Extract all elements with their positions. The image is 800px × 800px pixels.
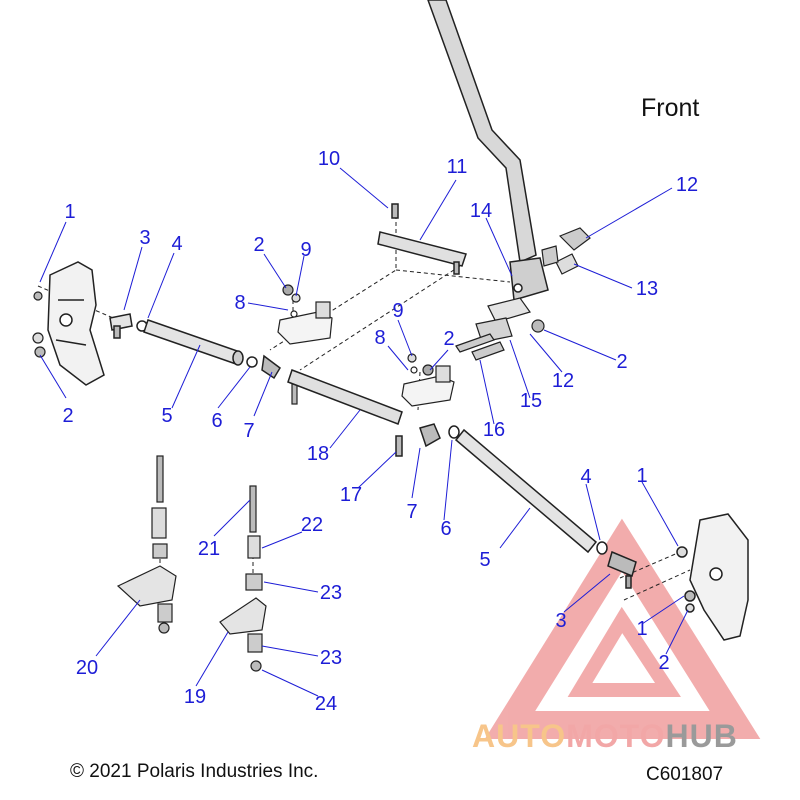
callout-6: 6	[211, 410, 223, 432]
callout-23: 23	[319, 647, 343, 669]
callout-24: 24	[314, 693, 338, 715]
callout-6: 6	[440, 518, 452, 540]
watermark-auto: AUTO	[472, 718, 567, 754]
front-direction-label: Front	[641, 94, 700, 122]
callout-8: 8	[234, 292, 246, 314]
callout-14: 14	[469, 200, 493, 222]
callout-3: 3	[139, 227, 151, 249]
callout-9: 9	[392, 300, 404, 322]
right-mount-bracket	[219, 485, 267, 672]
left-mount-bracket	[116, 455, 177, 634]
callout-1: 1	[64, 201, 76, 223]
copyright-notice: © 2021 Polaris Industries Inc.	[70, 761, 319, 782]
right-knuckle	[676, 513, 749, 641]
callout-15: 15	[519, 390, 543, 412]
callout-12: 12	[551, 370, 575, 392]
callout-23: 23	[319, 582, 343, 604]
callout-2: 2	[253, 234, 265, 256]
callout-2: 2	[658, 652, 670, 674]
callout-leaders	[39, 167, 689, 697]
upper-drag-link	[377, 203, 467, 275]
callout-5: 5	[479, 549, 491, 571]
watermark-triangle	[484, 518, 761, 739]
steering-column	[427, 0, 549, 301]
callout-22: 22	[300, 514, 324, 536]
callout-10: 10	[317, 148, 341, 170]
callout-19: 19	[183, 686, 207, 708]
callout-7: 7	[406, 501, 418, 523]
callout-13: 13	[635, 278, 659, 300]
watermark-hub: HUB	[665, 718, 738, 754]
callout-21: 21	[197, 538, 221, 560]
callout-9: 9	[300, 239, 312, 261]
callout-20: 20	[75, 657, 99, 679]
drawing-code: C601807	[646, 764, 724, 785]
callout-16: 16	[482, 419, 506, 441]
left-tie-rod	[109, 313, 281, 380]
callout-2: 2	[443, 328, 455, 350]
center-link	[287, 369, 403, 457]
left-hardware	[32, 291, 46, 358]
callout-8: 8	[374, 327, 386, 349]
callout-1: 1	[636, 618, 648, 640]
center-bracket	[401, 353, 455, 407]
left-upper-bracket	[277, 284, 333, 405]
callout-4: 4	[171, 233, 183, 255]
callout-3: 3	[555, 610, 567, 632]
left-knuckle	[47, 261, 105, 386]
callout-4: 4	[580, 466, 592, 488]
callout-2: 2	[616, 351, 628, 373]
callout-12: 12	[675, 174, 699, 196]
callout-1: 1	[636, 465, 648, 487]
callout-18: 18	[306, 443, 330, 465]
watermark-logo-text: AUTOMOTOHUB	[472, 718, 738, 755]
idler-assembly	[455, 227, 591, 361]
watermark-moto: MOTO	[566, 718, 666, 754]
right-tie-rod	[419, 423, 637, 589]
callout-7: 7	[243, 420, 255, 442]
callout-5: 5	[161, 405, 173, 427]
callout-2: 2	[62, 405, 74, 427]
callout-17: 17	[339, 484, 363, 506]
callout-11: 11	[446, 156, 468, 178]
